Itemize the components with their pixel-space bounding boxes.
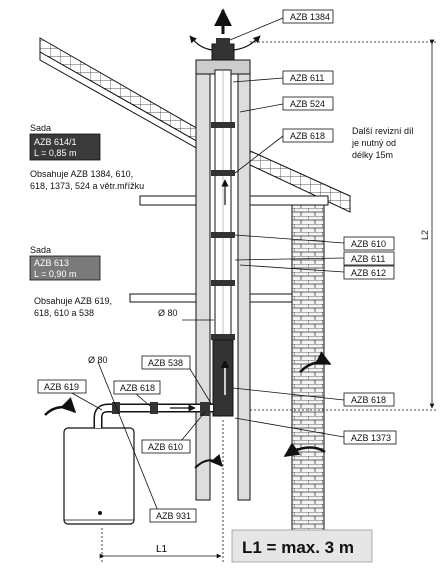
svg-text:618, 1373, 524 a větr.mřížku: 618, 1373, 524 a větr.mřížku (30, 181, 144, 191)
label-azb-618-left: AZB 618 (113, 380, 161, 395)
label-azb-619: AZB 619 (37, 379, 87, 394)
dimension-l1 (99, 420, 224, 562)
brick-wall (291, 204, 325, 546)
label-azb-524: AZB 524 (282, 96, 334, 111)
svg-text:AZB 524: AZB 524 (290, 99, 325, 109)
l2-label: L2 (420, 230, 430, 240)
svg-text:L1 = max. 3 m: L1 = max. 3 m (242, 538, 354, 557)
label-azb-612: AZB 612 (343, 265, 395, 280)
ventilation-arrows (44, 351, 332, 469)
label-azb-931: AZB 931 (149, 508, 197, 523)
svg-text:AZB 618: AZB 618 (290, 131, 325, 141)
svg-text:AZB 612: AZB 612 (351, 268, 386, 278)
svg-text:618, 610 a 538: 618, 610 a 538 (34, 308, 94, 318)
label-azb-1384: AZB 1384 (282, 9, 334, 24)
svg-text:Sada: Sada (30, 123, 51, 133)
ceiling-slabs (129, 195, 329, 303)
label-azb-611-right: AZB 611 (343, 251, 395, 266)
terminal-cap (189, 8, 261, 61)
formula-box: L1 = max. 3 m (231, 529, 373, 563)
diameter-vertical: Ø 80 (158, 308, 178, 318)
svg-text:AZB 618: AZB 618 (351, 395, 386, 405)
dimension-l2 (250, 39, 438, 411)
svg-text:AZB 618: AZB 618 (120, 383, 155, 393)
svg-text:AZB 619: AZB 619 (44, 382, 79, 392)
roof-left (39, 37, 201, 151)
label-azb-610-bottom: AZB 610 (141, 439, 191, 454)
kit-2: Sada AZB 613 L = 0,90 m Obsahuje AZB 619… (29, 245, 112, 318)
chimney-shaft (195, 59, 251, 501)
label-azb-1373: AZB 1373 (343, 430, 397, 445)
svg-text:AZB 610: AZB 610 (148, 442, 183, 452)
revision-note: Další revizní díl je nutný od délky 15m (351, 126, 414, 160)
svg-text:AZB 538: AZB 538 (148, 358, 183, 368)
horizontal-flue (93, 402, 213, 428)
label-azb-611-top: AZB 611 (282, 70, 334, 85)
l1-label: L1 (156, 544, 168, 555)
label-azb-618-mid: AZB 618 (343, 392, 395, 407)
label-azb-538: AZB 538 (141, 355, 191, 370)
svg-text:Další revizní díl: Další revizní díl (352, 126, 414, 136)
diameter-horizontal: Ø 80 (88, 355, 108, 365)
svg-text:AZB 610: AZB 610 (351, 239, 386, 249)
svg-text:AZB 931: AZB 931 (156, 511, 191, 521)
label-azb-618-top: AZB 618 (282, 128, 334, 143)
svg-text:L = 0,85 m: L = 0,85 m (34, 148, 76, 158)
svg-text:AZB 611: AZB 611 (290, 73, 324, 83)
vertical-flue-pipe (211, 69, 235, 417)
svg-text:Obsahuje AZB 1384, 610,: Obsahuje AZB 1384, 610, (30, 169, 133, 179)
boiler (63, 427, 135, 525)
svg-text:Sada: Sada (30, 245, 51, 255)
svg-text:AZB 613: AZB 613 (34, 258, 69, 268)
svg-text:AZB 614/1: AZB 614/1 (34, 137, 77, 147)
kit-1: Sada AZB 614/1 L = 0,85 m Obsahuje AZB 1… (29, 123, 144, 191)
revision-piece (212, 339, 234, 417)
svg-text:je nutný od: je nutný od (351, 138, 396, 148)
svg-text:AZB 611: AZB 611 (351, 254, 385, 264)
svg-text:L = 0,90 m: L = 0,90 m (34, 269, 76, 279)
svg-text:AZB 1384: AZB 1384 (290, 12, 330, 22)
label-azb-610-right: AZB 610 (343, 236, 395, 251)
svg-text:Obsahuje AZB 619,: Obsahuje AZB 619, (34, 296, 112, 306)
svg-text:AZB 1373: AZB 1373 (351, 433, 391, 443)
svg-text:délky 15m: délky 15m (352, 150, 393, 160)
